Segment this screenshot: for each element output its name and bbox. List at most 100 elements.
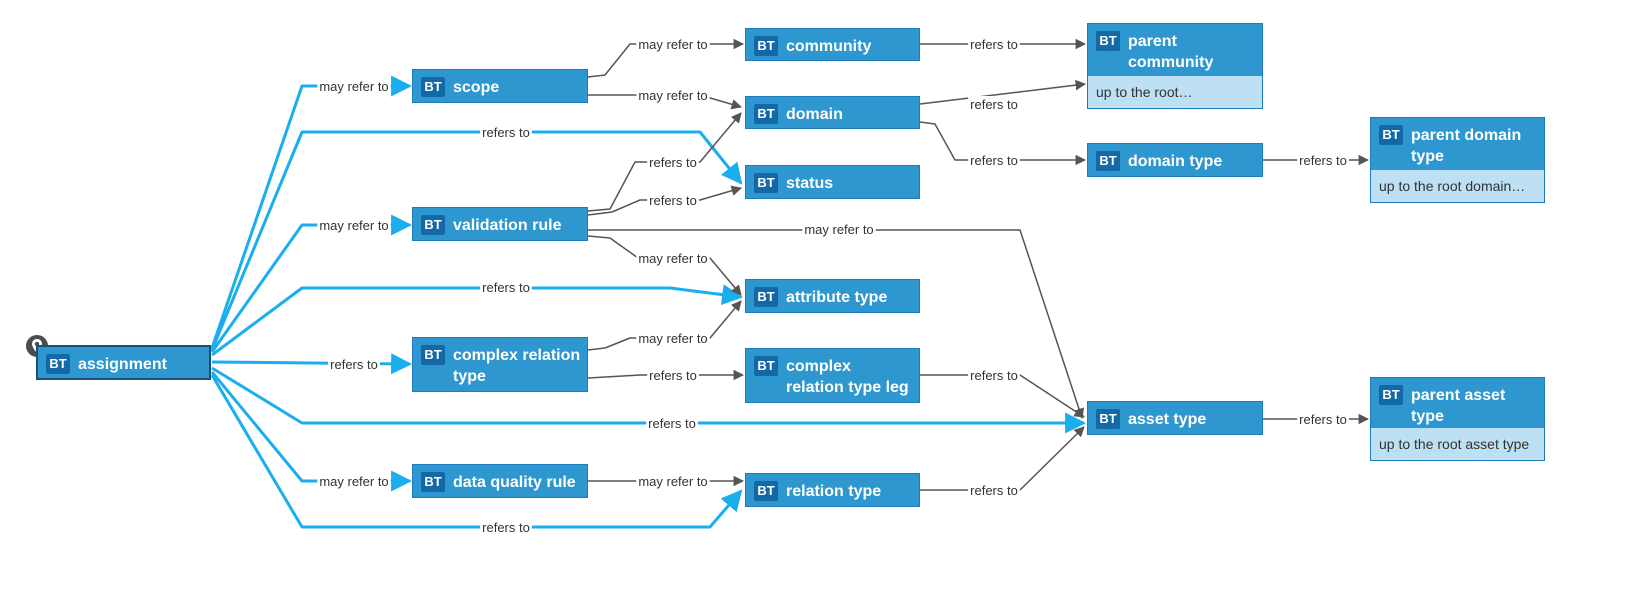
- node-data-quality-rule[interactable]: BT data quality rule: [412, 464, 588, 498]
- edge-assignment-to-relation-type: [210, 374, 743, 529]
- edge-validation-rule-to-asset-type: [588, 229, 1085, 419]
- edge-label: may refer to: [638, 37, 707, 52]
- node-title: community: [786, 38, 872, 55]
- edge-label: refers to: [1299, 412, 1347, 427]
- node-title: complex relation type: [453, 347, 581, 385]
- node-title: scope: [453, 79, 500, 96]
- node-title: validation rule: [453, 217, 562, 234]
- edge-label-bg: [636, 250, 710, 267]
- node-domain[interactable]: BT domain: [745, 96, 920, 129]
- node-header: BT complex relation type: [413, 338, 587, 391]
- bt-badge-icon: BT: [754, 356, 778, 376]
- edge-complex-relation-type-to-complex-relation-type-leg: [587, 369, 745, 381]
- edge-label-bg: [480, 124, 532, 141]
- edge-label: refers to: [649, 368, 697, 383]
- bt-badge-icon: BT: [1096, 31, 1120, 51]
- node-title: domain: [786, 106, 843, 123]
- edge-label: may refer to: [804, 222, 873, 237]
- bt-badge-icon: BT: [421, 215, 445, 235]
- edge-label-bg: [968, 367, 1020, 384]
- node-title: assignment: [78, 356, 167, 373]
- edge-complex-relation-type-to-attribute-type: [587, 300, 742, 351]
- edge-label-bg: [647, 367, 699, 384]
- bt-badge-icon: BT: [754, 36, 778, 56]
- node-title: relation type: [786, 483, 882, 500]
- bt-badge-icon: BT: [754, 104, 778, 124]
- node-title: status: [786, 175, 834, 192]
- edge-label: may refer to: [319, 79, 388, 94]
- node-validation-rule[interactable]: BT validation rule: [412, 207, 588, 241]
- edge-domain-to-domain-type: [919, 121, 1087, 166]
- edge-label-bg: [646, 415, 698, 432]
- bt-badge-icon: BT: [421, 345, 445, 365]
- edge-label: refers to: [970, 368, 1018, 383]
- edge-label-bg: [647, 192, 699, 209]
- edge-label: refers to: [970, 483, 1018, 498]
- bt-badge-icon: BT: [1096, 151, 1120, 171]
- node-header: BT status: [746, 166, 919, 198]
- edge-label-bg: [480, 279, 532, 296]
- edge-label: refers to: [1299, 153, 1347, 168]
- edge-assignment-to-complex-relation-type: [211, 353, 413, 375]
- bt-badge-icon: BT: [1379, 385, 1403, 405]
- edge-label: refers to: [970, 37, 1018, 52]
- edge-relation-type-to-asset-type: [920, 426, 1085, 491]
- edge-domain-to-parent-community: [919, 79, 1087, 105]
- edge-label-bg: [636, 87, 710, 104]
- edge-label-bg: [317, 473, 391, 490]
- edge-label: refers to: [482, 280, 530, 295]
- bt-badge-icon: BT: [1096, 409, 1120, 429]
- edge-label: may refer to: [638, 331, 707, 346]
- node-header: BT validation rule: [413, 208, 587, 240]
- node-status[interactable]: BT status: [745, 165, 920, 199]
- node-complex-relation-type[interactable]: BT complex relation type: [412, 337, 588, 392]
- edge-validation-rule-to-status: [587, 185, 743, 216]
- edge-label: refers to: [970, 97, 1018, 112]
- edge-label-bg: [968, 152, 1020, 169]
- edge-label-bg: [802, 221, 876, 238]
- node-subtitle: up to the root…: [1088, 76, 1262, 108]
- edge-label: refers to: [648, 416, 696, 431]
- edge-label: may refer to: [319, 474, 388, 489]
- edge-label: may refer to: [319, 218, 388, 233]
- node-title: parent domain type: [1411, 127, 1522, 165]
- node-title: data quality rule: [453, 474, 576, 491]
- node-relation-type[interactable]: BT relation type: [745, 473, 920, 507]
- bt-badge-icon: BT: [754, 481, 778, 501]
- edge-complex-relation-type-leg-to-asset-type: [920, 374, 1085, 418]
- edge-label-bg: [317, 78, 391, 95]
- edge-label-bg: [317, 217, 391, 234]
- node-community[interactable]: BT community: [745, 28, 920, 61]
- node-header: BT data quality rule: [413, 465, 587, 497]
- bt-badge-icon: BT: [754, 173, 778, 193]
- edge-label: refers to: [482, 125, 530, 140]
- edge-label: refers to: [482, 520, 530, 535]
- bt-badge-icon: BT: [421, 472, 445, 492]
- edge-label: may refer to: [638, 251, 707, 266]
- node-subtitle: up to the root asset type: [1371, 428, 1544, 460]
- edge-label: may refer to: [638, 474, 707, 489]
- edge-label-bg: [636, 36, 710, 53]
- edge-label-bg: [968, 36, 1020, 53]
- bt-badge-icon: BT: [754, 287, 778, 307]
- edge-label-bg: [636, 330, 710, 347]
- edge-label-bg: [968, 482, 1020, 499]
- edge-label-bg: [480, 519, 532, 536]
